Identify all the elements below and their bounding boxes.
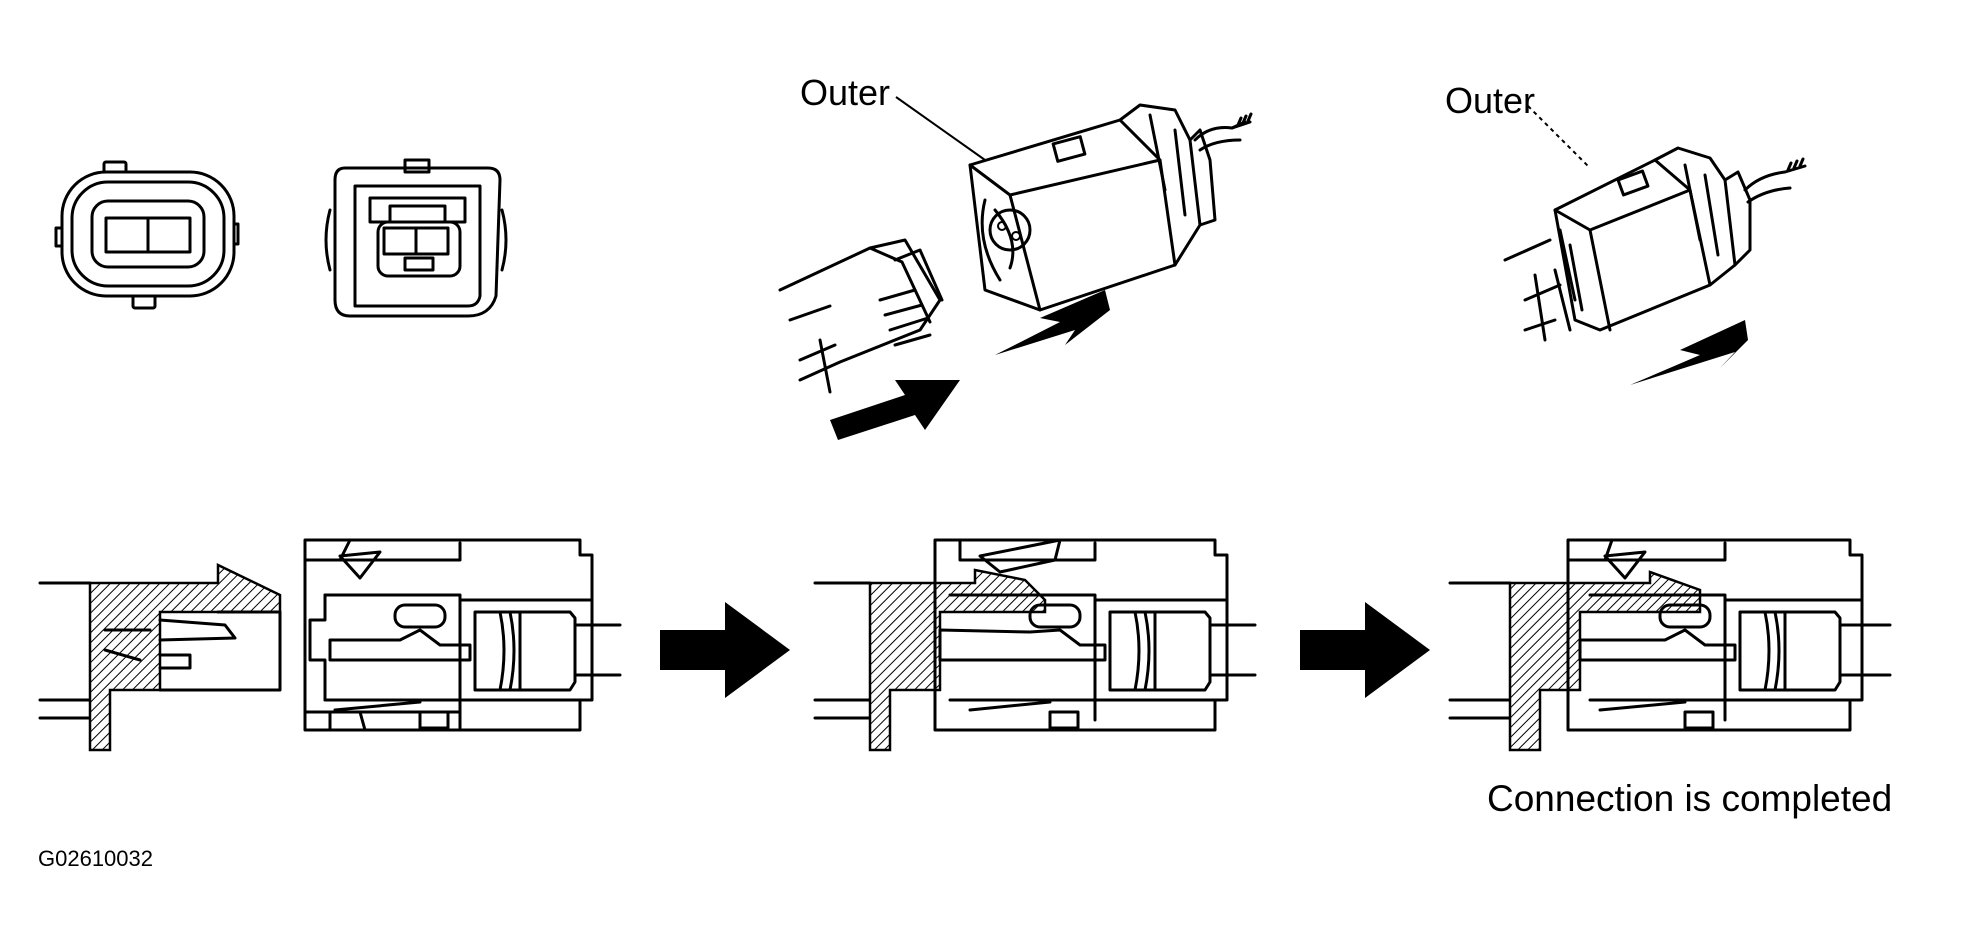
cross-section-partial — [813, 538, 1257, 752]
unmated-perspective-view — [778, 96, 1253, 440]
push-arrow-right — [830, 380, 960, 440]
push-arrow-left-mated — [1630, 320, 1748, 385]
sequence-arrow-2 — [1300, 602, 1430, 698]
cross-section-unmated — [38, 538, 622, 752]
completion-caption: Connection is completed — [1487, 778, 1893, 819]
connector-face-female — [324, 158, 508, 318]
mated-perspective-view — [1503, 105, 1807, 385]
figure-id: G02610032 — [38, 846, 153, 871]
outer-label-mated: Outer — [1445, 80, 1536, 121]
sequence-arrow-1 — [660, 602, 790, 698]
outer-leader-line — [895, 96, 986, 161]
outer-label-unmated: Outer — [800, 72, 891, 113]
connector-face-male — [54, 160, 240, 310]
outer-leader-line-mated — [1527, 105, 1591, 169]
push-arrow-left — [995, 290, 1110, 355]
cross-section-completed — [1448, 538, 1892, 752]
